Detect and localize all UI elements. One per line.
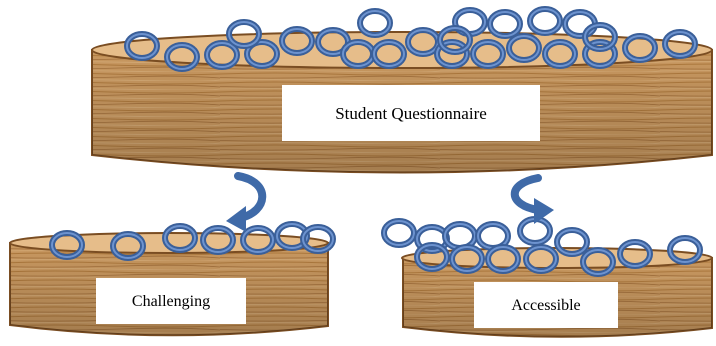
top-bowl-label-box [282,85,540,141]
right-bowl-label: Accessible [511,297,580,314]
left-bowl-label: Challenging [132,293,210,310]
top-bowl: Student Questionnaire [91,6,713,174]
left-bowl-rings [49,221,336,261]
top-bowl-label: Student Questionnaire [335,104,487,123]
right-bowl-rings [381,216,703,277]
top-bowl-rings [124,6,698,72]
arrow-to-accessible [510,174,554,224]
right-bowl-label-box [474,282,618,328]
left-bowl-label-box [96,278,246,324]
arrow-to-challenging [226,172,267,232]
left-bowl: Challenging [9,221,336,337]
right-bowl: Accessible [381,216,713,338]
